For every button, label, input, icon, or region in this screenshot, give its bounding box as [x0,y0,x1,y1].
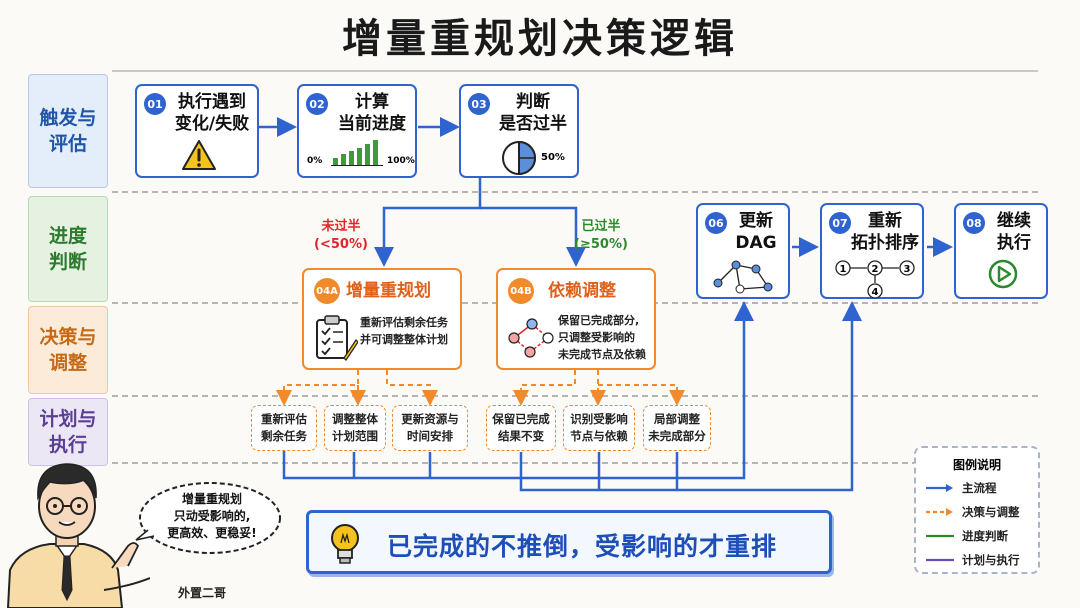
lightbulb-icon [331,524,359,564]
branch-04a-sub1 [276,370,359,406]
subtask-identify-affected: 识别受影响 节点与依赖 [563,405,635,451]
legend-purple-line-icon [926,558,954,562]
summary-banner: 已完成的不推倒，受影响的才重排 [306,510,832,574]
arrow-subtasks-to-06 [282,301,754,480]
step-01-label: 执行遇到 变化/失败 [174,92,250,134]
step-08-badge: 08 [963,212,985,234]
step-06-badge: 06 [705,212,727,234]
topological-order-icon: 1 2 3 4 [835,260,915,299]
legend-item-plan-execute: 计划与执行 [926,552,1020,568]
topo-node-3: 3 [904,264,911,275]
lane-separator [112,70,1038,72]
step-01-card: 01 执行遇到 变化/失败 [135,84,259,178]
branch-label-right: 已过半 (≥50%) [566,218,636,254]
step-02-label: 计算 当前进度 [338,92,406,134]
legend-title: 图例说明 [952,458,1001,472]
legend-label-main-flow: 主流程 [962,481,997,495]
step-04b-badge: 04B [508,278,534,304]
banner-text: 已完成的不推倒，受影响的才重排 [387,532,778,561]
lane-separator [112,395,1038,397]
branch-left-title: 未过半 [321,219,361,234]
step-04a-desc: 重新评估剩余任务 并可调整整体计划 [360,316,448,346]
legend-solid-blue-arrow-icon [926,484,953,492]
clipboard-checklist-icon [316,315,358,361]
progress-min-label: 0% [307,156,323,166]
step-02-card: 02 计算 当前进度 0% 100% [297,84,417,178]
step-07-badge: 07 [829,212,851,234]
dag-graph-icon [713,260,773,294]
dependency-graph-icon [508,318,554,358]
step-04a-card: 04A 增量重规划 重新评估剩余任务 并可调整整体计划 [302,268,462,370]
step-04a-badge: 04A [314,278,340,304]
step-08-label: 继续 执行 [997,211,1031,253]
branch-04b-sub1 [513,370,576,406]
step-02-badge: 02 [306,93,328,115]
lane-trigger-evaluate: 触发与 评估 [28,74,108,188]
legend-dashed-orange-arrow-icon [926,508,953,516]
topo-node-1: 1 [840,264,847,275]
step-07-label: 重新 拓扑排序 [851,211,919,253]
arrow-subtasks-to-07 [519,301,862,492]
branch-right-cond: (≥50%) [574,237,628,252]
subtask-adjust-plan-scope: 调整整体 计划范围 [324,405,386,451]
lane-decision-adjust: 决策与 调整 [28,306,108,394]
character-illustration [6,463,150,608]
legend-label-decision: 决策与调整 [962,505,1020,519]
arrow-03-04b [480,206,586,267]
step-04b-desc: 保留已完成部分, 只调整受影响的 未完成节点及依赖 [558,314,646,361]
step-08-card: 08 继续 执行 [954,203,1048,299]
arrow-03-04a [374,178,482,267]
subtask-update-resources: 更新资源与 时间安排 [392,405,468,451]
legend-label-plan-execute: 计划与执行 [962,553,1020,567]
legend-label-progress: 进度判断 [962,529,1008,543]
step-04b-card: 04B 依赖调整 保留已完成部分, 只调整受影响的 未完成节点及依赖 [496,268,656,370]
play-icon [988,259,1018,289]
half-pie-icon [502,140,536,176]
step-04b-label: 依赖调整 [548,281,616,301]
branch-label-left: 未过半 (<50%) [306,218,376,254]
legend-item-progress: 进度判断 [926,528,1008,544]
legend-item-main-flow: 主流程 [926,480,997,496]
legend-box: 图例说明 主流程 决策与调整 进度判断 计划与执行 [914,446,1040,574]
step-04a-label: 增量重规划 [346,281,431,301]
lane-separator [112,462,1038,464]
subtask-local-adjust: 局部调整 未完成部分 [643,405,711,451]
subtask-keep-completed: 保留已完成 结果不变 [486,405,556,451]
branch-left-cond: (<50%) [314,237,368,252]
speech-bubble [135,482,281,554]
topo-node-2: 2 [872,264,879,275]
lane-plan-execute: 计划与 执行 [28,398,108,466]
topo-node-4: 4 [872,287,879,298]
progress-bars-icon [331,140,383,166]
speech-bubble-text: 增量重规划 只动受影响的, 更高效、更稳妥! [167,492,257,540]
page-title: 增量重规划决策逻辑 [342,16,738,62]
lane-progress-judgement: 进度 判断 [28,196,108,302]
step-01-badge: 01 [144,93,166,115]
step-06-label: 更新 DAG [735,211,777,253]
subtask-reassess-remaining: 重新评估 剩余任务 [251,405,317,451]
legend-item-decision: 决策与调整 [926,504,1020,520]
step-03-card: 03 判断 是否过半 50% [459,84,579,178]
pie-value-label: 50% [541,152,565,163]
lane-separator [112,191,1038,193]
branch-04b-sub3 [598,384,685,406]
branch-right-title: 已过半 [581,219,621,234]
step-07-card: 07 重新 拓扑排序 1 2 3 4 [820,203,924,299]
warning-icon [182,140,216,170]
step-03-badge: 03 [468,93,490,115]
step-06-card: 06 更新 DAG [696,203,790,299]
author-name: 外置二哥 [178,586,227,600]
step-03-label: 判断 是否过半 [499,92,567,134]
legend-green-line-icon [926,534,954,538]
progress-max-label: 100% [387,156,415,166]
branch-04a-sub3 [386,370,438,406]
